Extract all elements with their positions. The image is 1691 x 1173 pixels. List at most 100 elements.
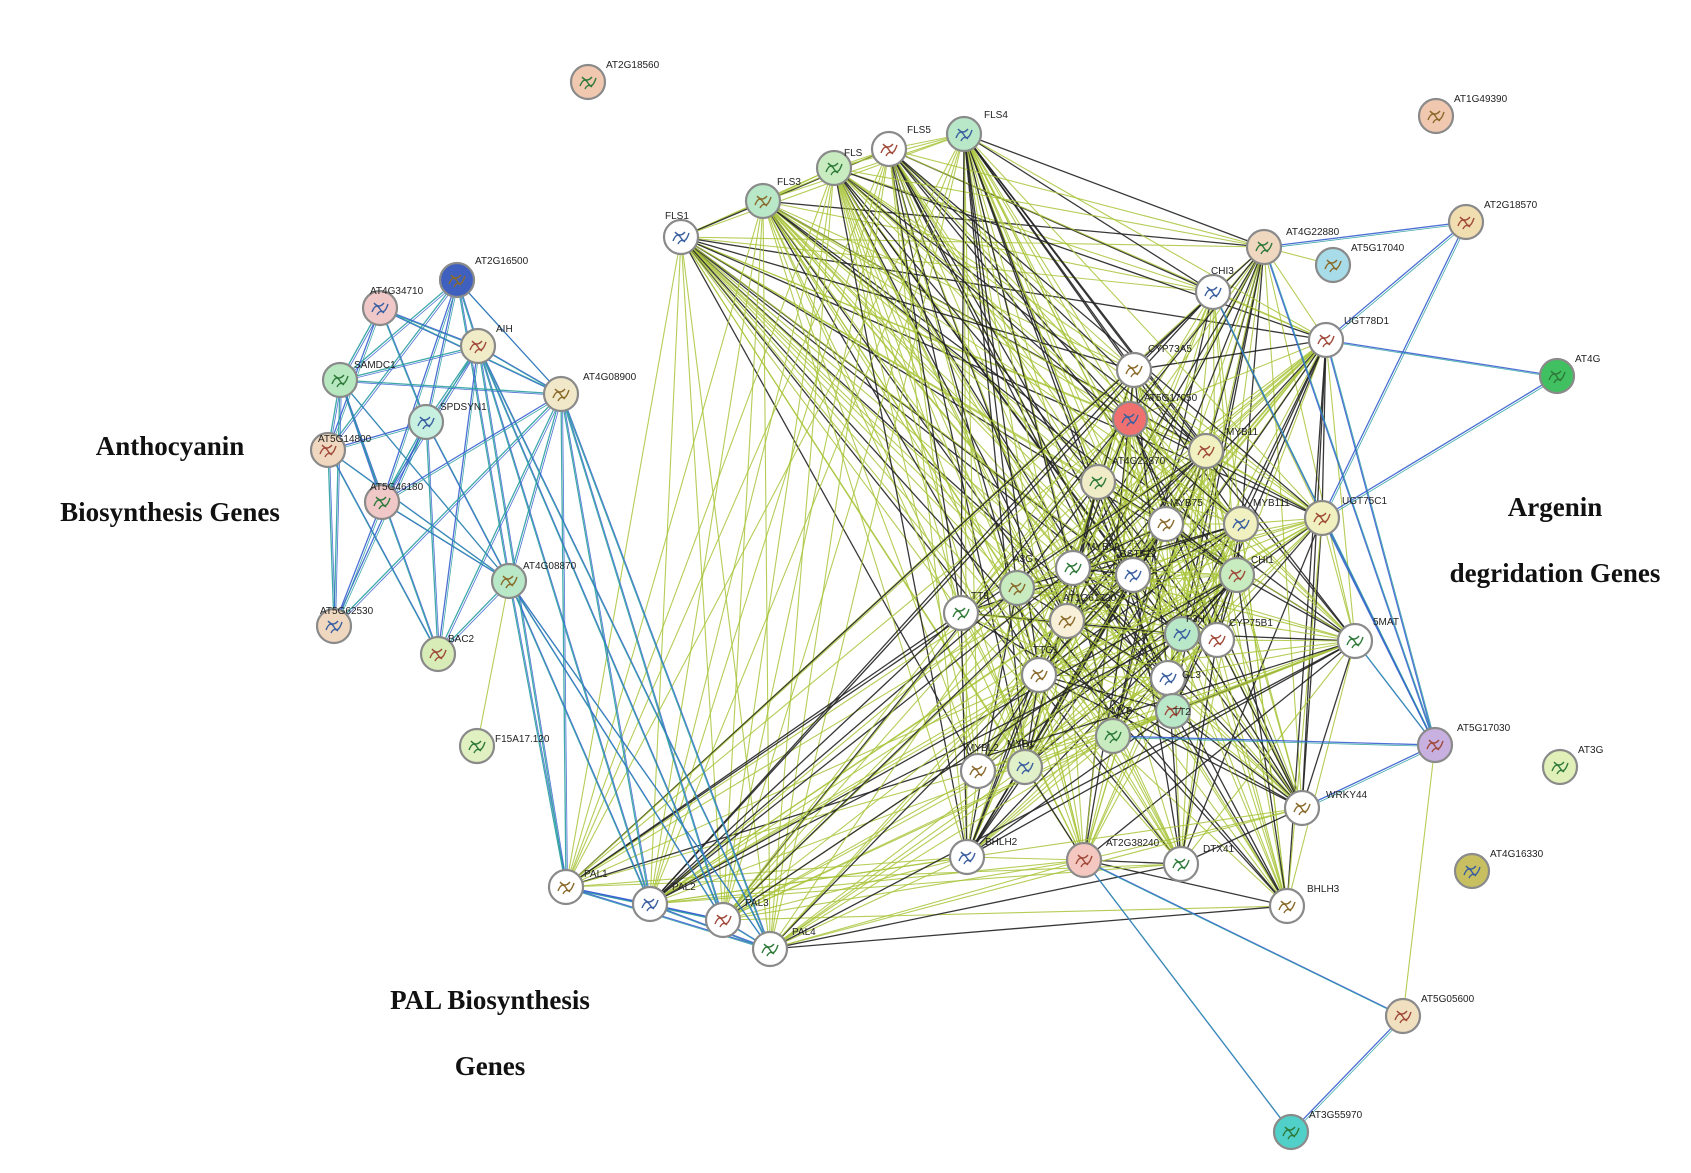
node-at2g16500[interactable]: AT2G16500: [438, 256, 529, 299]
node-at2g18570[interactable]: AT2G18570: [1447, 200, 1538, 241]
edge-AT2G16500-AT5G46180: [383, 281, 459, 504]
node-myb[interactable]: MYB: [1094, 706, 1133, 755]
node-label: AT4G08900: [583, 372, 637, 383]
edge-PAL3-TTG1: [722, 674, 1040, 921]
node-pal2[interactable]: PAL2: [631, 882, 696, 923]
node-chi3[interactable]: CHI3: [1194, 266, 1234, 311]
protein-structure-icon: [1278, 900, 1296, 914]
node-aih[interactable]: AIH: [459, 324, 513, 365]
node-fls1[interactable]: FLS1: [662, 211, 700, 256]
node-pal4[interactable]: PAL4: [751, 927, 816, 968]
node-myb90[interactable]: MYB90: [1054, 542, 1120, 587]
edge-MYB111-MYBL2: [977, 523, 1242, 772]
node-at4g[interactable]: AT4G: [1538, 354, 1601, 395]
node-f15a17-120[interactable]: F15A17.120: [458, 727, 550, 765]
protein-structure-icon: [1204, 286, 1222, 300]
edge-MYB-BHLH2: [966, 735, 1114, 858]
node-at1g61720[interactable]: AT1G61720: [1048, 593, 1117, 640]
node-at4g22880[interactable]: AT4G22880: [1245, 227, 1340, 266]
edge-AT2G16500-AT4G08870: [456, 279, 510, 582]
node-dtx41[interactable]: DTX41: [1162, 844, 1235, 883]
node-gstf12[interactable]: GSTF12: [1114, 549, 1157, 594]
node-ugt75c1[interactable]: UGT75C1: [1303, 496, 1387, 537]
node-at4g34710[interactable]: AT4G34710: [361, 286, 424, 327]
protein-structure-icon: [1197, 445, 1215, 459]
edge-PAL3-GL3: [722, 677, 1169, 921]
edge-AT4G-UGT75C1: [1323, 377, 1559, 520]
node-ugt78d1[interactable]: UGT78D1: [1307, 316, 1389, 359]
edge-FLS-PAL1: [565, 167, 835, 888]
node-myb11[interactable]: MYB11: [1187, 427, 1258, 470]
node-f3h[interactable]: F3H: [1163, 614, 1205, 653]
node-label: PAL3: [745, 898, 769, 909]
node-samdc1[interactable]: SAMDC1: [321, 360, 396, 399]
edge-PAL1-BHLH2: [565, 856, 968, 888]
node-fls5[interactable]: FLS5: [870, 125, 931, 168]
node-cyp75b1[interactable]: CYP75B1: [1198, 618, 1273, 659]
node-label: MYBL2: [966, 743, 999, 754]
node-at3g[interactable]: AT3G: [1541, 745, 1604, 786]
node-myb1[interactable]: MYB1: [1006, 739, 1044, 786]
node-ttg1[interactable]: TTG1: [1020, 645, 1059, 694]
edge-AT5G14800-AT5G62530: [327, 449, 335, 627]
node-label: AT5G17050: [1144, 393, 1198, 404]
node-a3g[interactable]: A3G: [998, 554, 1036, 607]
node-bhlh2[interactable]: BHLH2: [948, 837, 1018, 876]
node-myb111[interactable]: MYB111: [1222, 498, 1290, 543]
node-mybl2[interactable]: MYBL2: [959, 743, 999, 790]
edge-AT5G14800-AT4G08870: [329, 451, 511, 583]
edge-FLS-5MAT: [833, 167, 1356, 642]
node-label: AT4G08870: [523, 561, 577, 572]
node-tt8[interactable]: TT8: [942, 591, 989, 632]
node-label: CYP75B1: [1229, 618, 1273, 629]
node-at4g08870[interactable]: AT4G08870: [490, 561, 577, 600]
edge-SAMDC1-AT4G08900: [339, 379, 562, 395]
node-label: DTX41: [1203, 844, 1235, 855]
edge-AT4G08900-PAL3: [560, 393, 724, 921]
edge-FLS-AT2G38240: [833, 167, 1085, 861]
node-fls[interactable]: FLS: [815, 148, 863, 187]
node-at2g18560[interactable]: AT2G18560: [569, 60, 660, 101]
node-tt2[interactable]: TT2: [1154, 692, 1191, 730]
node-wrky44[interactable]: WRKY44: [1283, 789, 1368, 827]
protein-structure-icon: [1104, 730, 1122, 744]
node-at5g14800[interactable]: AT5G14800: [309, 431, 372, 469]
edge-CYP75B1-WRKY44: [1216, 639, 1303, 809]
edge-PAL3-MYB90: [722, 567, 1074, 921]
edge-WRKY44-AT2G38240: [1083, 807, 1303, 861]
node-pal1[interactable]: PAL1: [547, 868, 608, 906]
node-label: AT5G17040: [1351, 243, 1405, 254]
node-label: AT5G46180: [370, 482, 424, 493]
node-at2g38240[interactable]: AT2G38240: [1065, 838, 1160, 879]
node-at5g62530[interactable]: AT5G62530: [315, 606, 374, 645]
node-pal3[interactable]: PAL3: [704, 898, 769, 939]
protein-structure-icon: [579, 76, 597, 90]
node-at1g49390[interactable]: AT1G49390: [1417, 94, 1508, 135]
edge-FLS-MYB11: [833, 167, 1207, 452]
node-at4g22870[interactable]: AT4G22870: [1079, 456, 1166, 501]
node-at5g17030[interactable]: AT5G17030: [1416, 723, 1511, 764]
node-at5g17040[interactable]: AT5G17040: [1314, 243, 1405, 284]
edge-PAL2-A3G: [649, 587, 1018, 905]
node-at5g17050[interactable]: AT5G17050: [1111, 393, 1198, 438]
node-cyp73a5[interactable]: CYP73A5: [1115, 344, 1192, 389]
node-at4g08900[interactable]: AT4G08900: [542, 372, 637, 413]
node-fls3[interactable]: FLS3: [744, 177, 801, 220]
node-bhlh3[interactable]: BHLH3: [1268, 884, 1340, 925]
edge-UGT75C1-5MAT: [1321, 517, 1356, 642]
node-at4g16330[interactable]: AT4G16330: [1453, 849, 1544, 890]
node-label: MYB75: [1170, 498, 1203, 509]
node-bac2[interactable]: BAC2: [419, 634, 475, 673]
node-spdsyn1[interactable]: SPDSYN1: [407, 402, 487, 441]
node-at5g05600[interactable]: AT5G05600: [1384, 994, 1475, 1035]
edge-AT4G08870-F15A17.120: [476, 580, 510, 747]
node-at3g55970[interactable]: AT3G55970: [1272, 1110, 1363, 1151]
node-myb75[interactable]: MYB75: [1147, 498, 1203, 543]
node-at5g46180[interactable]: AT5G46180: [363, 482, 424, 521]
edge-AT4G08900-AT4G08870: [510, 395, 563, 583]
node-5mat[interactable]: 5MAT: [1336, 617, 1399, 660]
node-fls4[interactable]: FLS4: [945, 110, 1008, 153]
edge-SAMDC1-AT4G08870: [341, 381, 511, 583]
edge-PAL2-CYP73A5: [649, 369, 1135, 905]
node-chi1[interactable]: CHI1: [1218, 555, 1274, 594]
